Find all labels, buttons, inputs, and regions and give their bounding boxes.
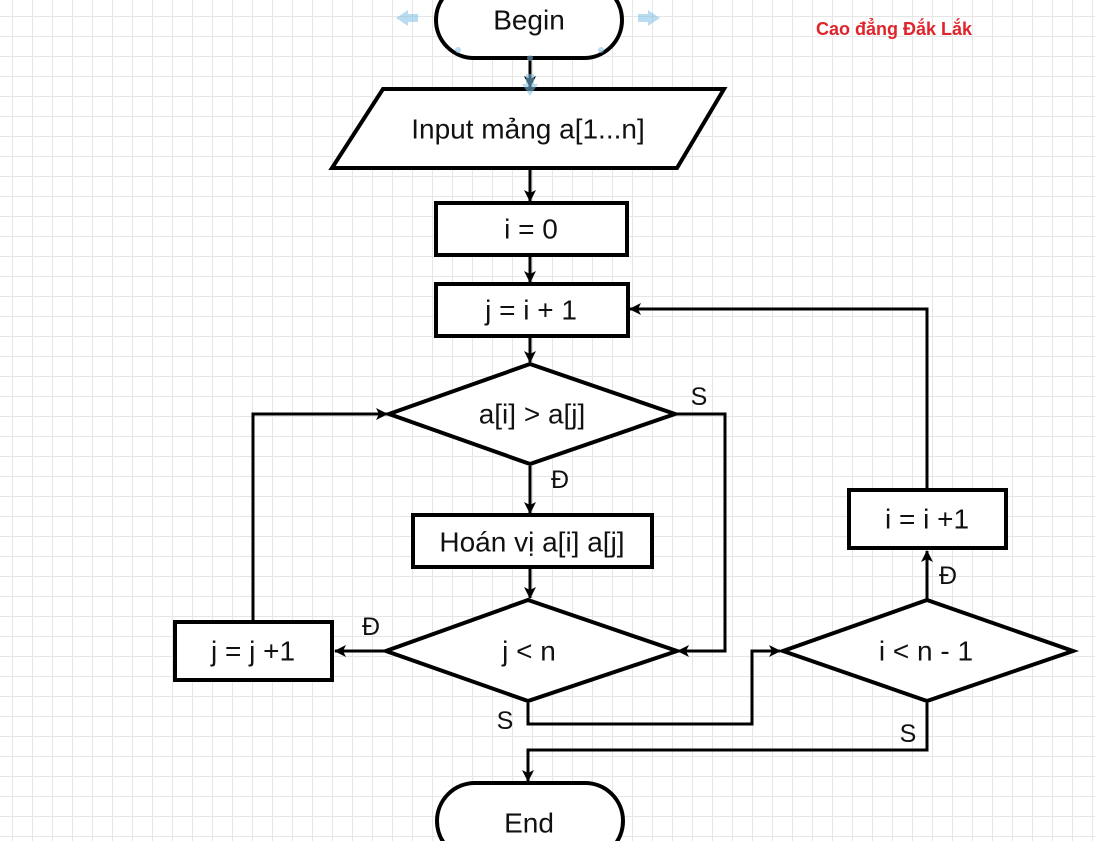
node-end-label: End (504, 808, 554, 839)
edge-inc-i-to-init-j[interactable] (629, 303, 929, 488)
node-begin[interactable]: Begin (434, 0, 624, 60)
node-init-i-label: i = 0 (504, 214, 558, 245)
node-begin-label: Begin (493, 5, 565, 36)
connection-point-icon[interactable] (455, 47, 461, 53)
node-swap[interactable]: Hoán vị a[i] a[j] (411, 513, 654, 569)
edge-label-check-j-true: Đ (362, 613, 380, 641)
node-compare-label: a[i] > a[j] (479, 399, 586, 430)
node-swap-label: Hoán vị a[i] a[j] (439, 527, 624, 558)
node-check-j-label: j < n (501, 636, 556, 667)
edge-label-check-i-false: S (900, 720, 917, 748)
edge-check-j-false-to-check-i[interactable] (526, 645, 781, 726)
watermark-text: Cao đẳng Đắk Lắk (816, 19, 973, 39)
node-inc-i-label: i = i +1 (885, 504, 969, 535)
edge-inc-j-to-compare[interactable] (251, 408, 388, 621)
node-compare[interactable]: a[i] > a[j] (383, 361, 682, 467)
node-inc-j-label: j = j +1 (210, 636, 295, 667)
edge-label-compare-false: S (691, 383, 708, 411)
node-inc-i[interactable]: i = i +1 (847, 488, 1008, 550)
node-init-j[interactable]: j = i + 1 (434, 282, 630, 338)
node-inc-j[interactable]: j = j +1 (173, 620, 334, 682)
selection-handles[interactable] (396, 10, 660, 96)
node-check-i[interactable]: i < n - 1 (776, 597, 1080, 704)
connect-arrow-down-icon[interactable] (522, 74, 538, 96)
edge-label-check-j-false: S (497, 707, 514, 735)
node-end[interactable]: End (435, 781, 625, 841)
edge-compare-false-to-check-j[interactable] (675, 412, 727, 657)
node-check-j[interactable]: j < n (380, 597, 684, 704)
edge-check-i-false-to-end[interactable] (522, 703, 929, 782)
edge-label-check-i-true: Đ (939, 562, 957, 590)
connection-point-icon[interactable] (527, 55, 533, 61)
node-input-label: Input mảng a[1...n] (411, 114, 645, 145)
node-input[interactable]: Input mảng a[1...n] (328, 87, 728, 170)
node-init-i[interactable]: i = 0 (434, 201, 629, 257)
node-init-j-label: j = i + 1 (484, 295, 577, 326)
connection-point-icon[interactable] (598, 47, 604, 53)
node-check-i-label: i < n - 1 (879, 636, 973, 667)
connect-arrow-right-icon[interactable] (638, 10, 660, 26)
connect-arrow-left-icon[interactable] (396, 10, 418, 26)
edge-label-compare-true: Đ (551, 466, 569, 494)
